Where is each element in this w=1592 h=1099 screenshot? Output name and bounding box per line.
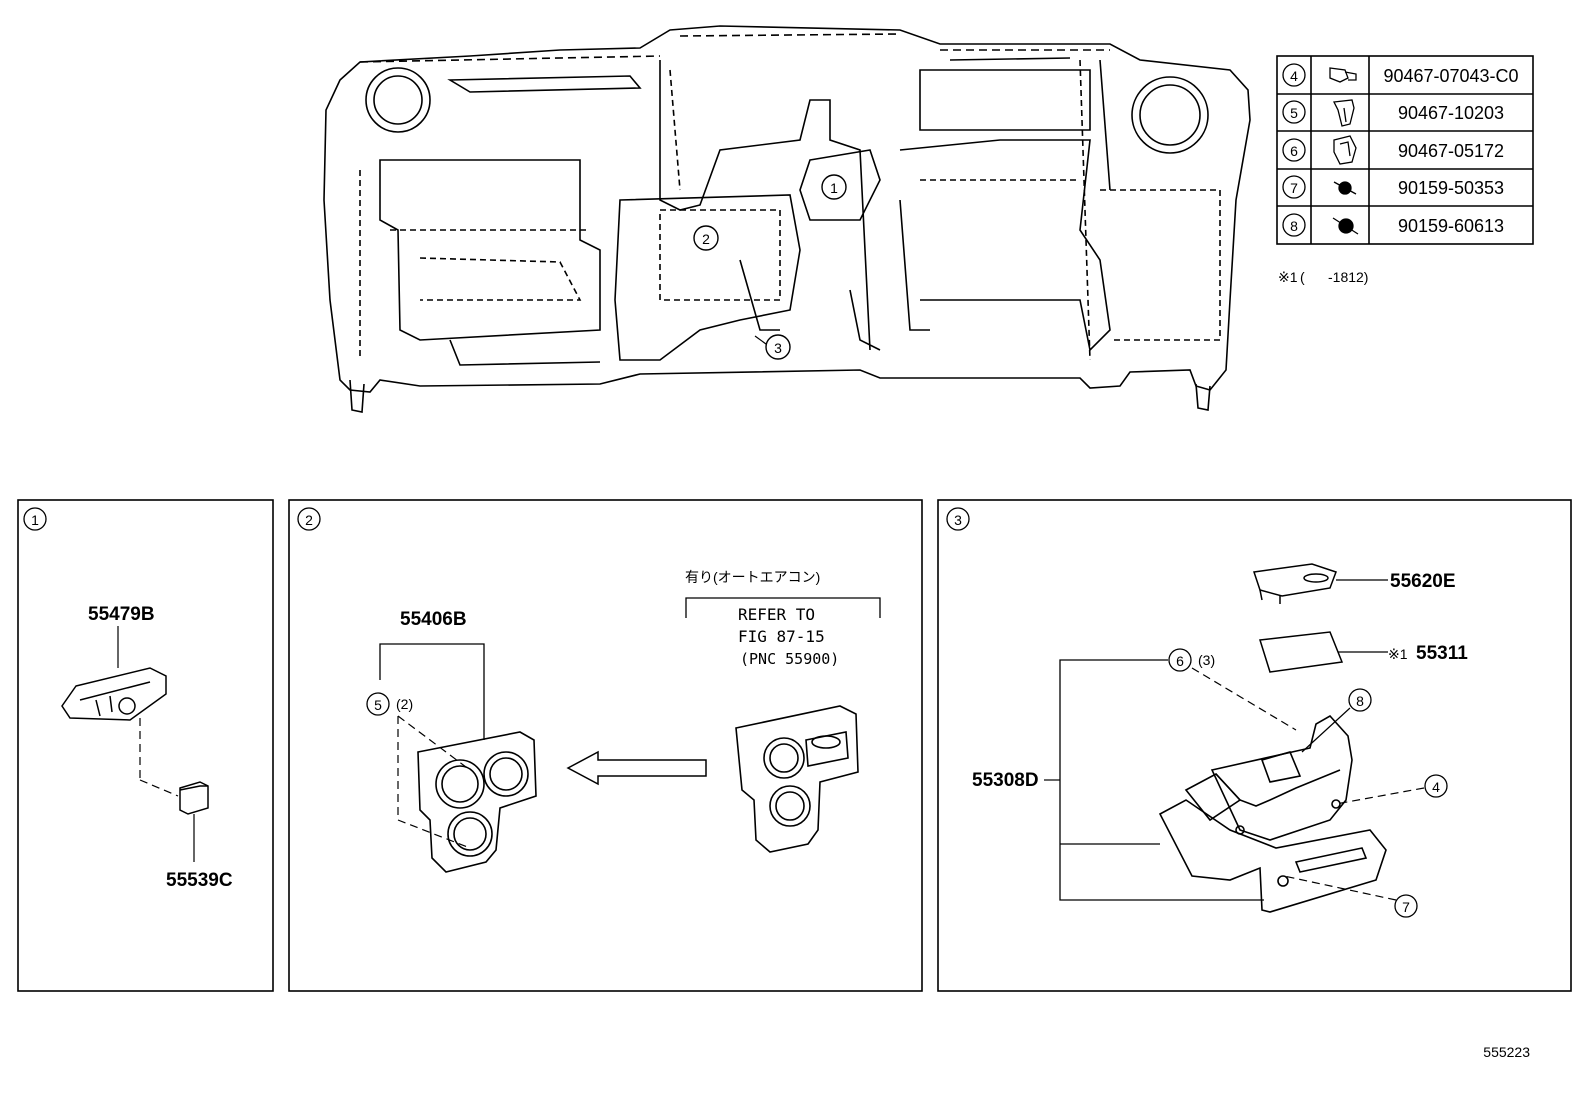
ref-7-callout-label: 7 bbox=[1402, 899, 1410, 915]
tray-cover-part bbox=[1253, 563, 1337, 604]
table-row-7-index: 7 bbox=[1290, 180, 1298, 196]
dashboard-overview-drawing bbox=[323, 25, 1251, 413]
ref-4-callout bbox=[1424, 774, 1448, 798]
ref-8-callout-label: 8 bbox=[1356, 693, 1364, 709]
part-label-55406b: 55406B bbox=[400, 609, 467, 630]
table-row-6-part-number: 90467-05172 bbox=[1398, 141, 1504, 161]
panel-3-frame bbox=[937, 499, 1572, 992]
refer-line-2: FIG 87-15 bbox=[738, 627, 825, 646]
overview-callout-1 bbox=[821, 174, 847, 200]
part-label-55539c: 55539C bbox=[166, 870, 233, 891]
footnote-text: ( -1812) bbox=[1300, 269, 1368, 285]
overview-callout-2-label: 2 bbox=[702, 231, 710, 247]
overview-callout-1-label: 1 bbox=[830, 180, 838, 196]
ref-4-callout-label: 4 bbox=[1432, 779, 1440, 795]
clip-6-callout-label: 6 bbox=[1176, 653, 1184, 669]
panel-2-tag: 2 bbox=[305, 512, 313, 528]
panel-1-tag-circle bbox=[23, 507, 47, 531]
overview-callout-2 bbox=[693, 225, 719, 251]
panel-3-tag: 3 bbox=[954, 512, 962, 528]
part-label-55620e: 55620E bbox=[1390, 571, 1456, 592]
table-row-5 bbox=[1282, 100, 1306, 124]
clip-6-callout bbox=[1168, 648, 1192, 672]
clip-6-qty: (3) bbox=[1198, 652, 1215, 668]
table-row-6-index: 6 bbox=[1290, 143, 1298, 159]
refer-line-3: (PNC 55900) bbox=[740, 650, 839, 668]
panel-1-frame bbox=[17, 499, 274, 992]
overview-callout-3 bbox=[754, 334, 791, 360]
fastener-table bbox=[1276, 55, 1534, 245]
table-row-8-index: 8 bbox=[1290, 218, 1298, 234]
part-label-55311-mark: ※1 bbox=[1388, 646, 1408, 662]
center-cluster-panel-part bbox=[417, 731, 537, 873]
replacement-arrow-icon bbox=[566, 750, 707, 786]
clip-icon bbox=[1333, 135, 1357, 165]
clip-5-qty: (2) bbox=[396, 696, 413, 712]
panel-3-tag-circle bbox=[946, 507, 970, 531]
ref-8-callout bbox=[1348, 688, 1372, 712]
auto-ac-control-panel-part bbox=[735, 705, 859, 853]
part-label-55308d: 55308D bbox=[972, 770, 1039, 791]
table-row-8 bbox=[1282, 213, 1306, 237]
panel-2-frame bbox=[288, 499, 923, 992]
ref-7-callout bbox=[1394, 894, 1418, 918]
tapping-screw-icon bbox=[1333, 181, 1357, 195]
mat-part bbox=[1259, 631, 1344, 673]
table-row-7-part-number: 90159-50353 bbox=[1398, 178, 1504, 198]
table-row-6 bbox=[1282, 138, 1306, 162]
refer-line-1: REFER TO bbox=[738, 605, 815, 624]
panel-2-tag-circle bbox=[297, 507, 321, 531]
panel-1-tag: 1 bbox=[31, 512, 39, 528]
switch-hole-cover-part bbox=[179, 781, 209, 815]
overview-callout-3-label: 3 bbox=[774, 340, 782, 356]
table-row-4 bbox=[1282, 63, 1306, 87]
clip-5-callout-label: 5 bbox=[374, 697, 382, 713]
footnote-mark: ※1 bbox=[1278, 269, 1298, 285]
table-row-7 bbox=[1282, 175, 1306, 199]
screw-icon bbox=[1329, 67, 1357, 83]
clip-5-callout bbox=[366, 692, 390, 716]
table-row-4-part-number: 90467-07043-C0 bbox=[1383, 66, 1518, 86]
illustration-id: 555223 bbox=[1483, 1044, 1530, 1060]
part-label-55479b: 55479B bbox=[88, 604, 155, 625]
part-label-55311: 55311 bbox=[1416, 643, 1468, 664]
condition-note: 有り(オートエアコン) bbox=[685, 569, 820, 585]
table-row-5-part-number: 90467-10203 bbox=[1398, 103, 1504, 123]
lower-box-part bbox=[1158, 714, 1387, 913]
switch-base-part bbox=[61, 667, 167, 721]
table-row-8-part-number: 90159-60613 bbox=[1398, 216, 1504, 236]
tapping-screw-large-icon bbox=[1332, 217, 1359, 235]
push-clip-icon bbox=[1333, 99, 1355, 127]
table-row-4-index: 4 bbox=[1290, 68, 1298, 84]
table-row-5-index: 5 bbox=[1290, 105, 1298, 121]
